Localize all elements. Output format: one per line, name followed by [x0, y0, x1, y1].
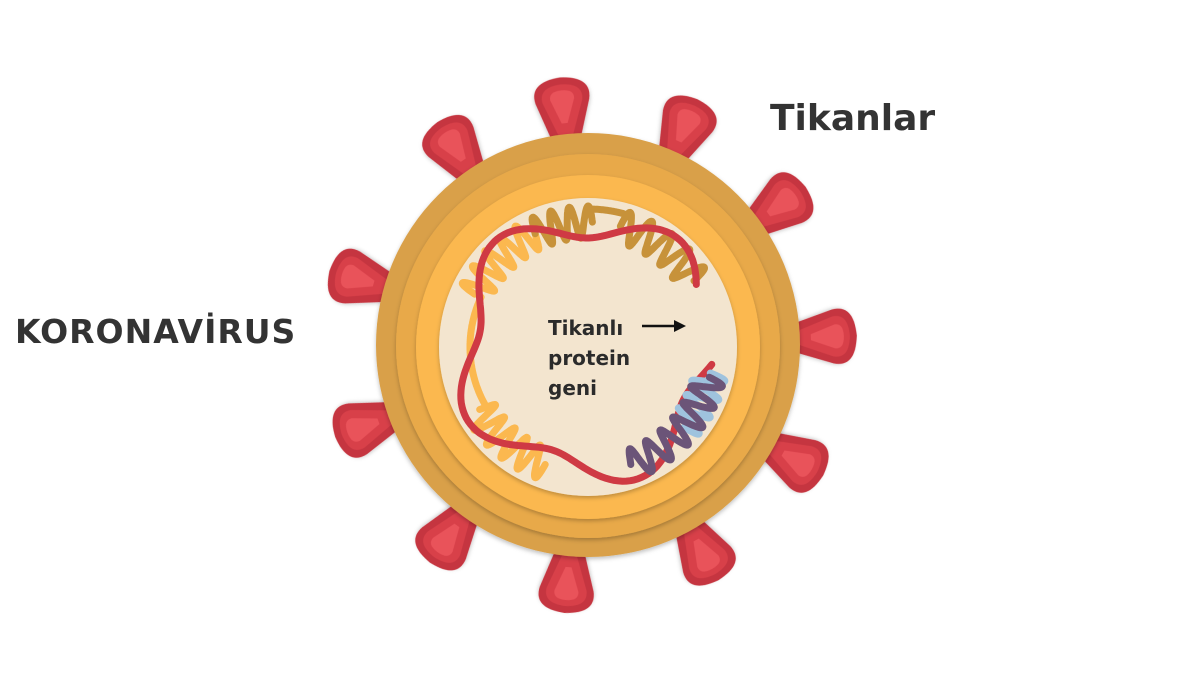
virus-label: KORONAVİRUS: [15, 312, 297, 351]
coil-segment: [589, 205, 628, 218]
coil-segment: [674, 369, 729, 438]
rna-coil: [457, 202, 729, 485]
coil-segment: [528, 202, 596, 248]
coil-segment: [625, 373, 726, 476]
gene-label-line: protein: [548, 346, 631, 370]
gene-label-line: geni: [548, 376, 597, 400]
gene-label-line: Tikanlı: [548, 316, 624, 340]
spike-protein-gene-label: Tikanlı protein geni: [548, 313, 630, 403]
arrow-icon: [642, 320, 686, 332]
spikes-label: Tikanlar: [770, 98, 936, 139]
core: [439, 198, 737, 496]
